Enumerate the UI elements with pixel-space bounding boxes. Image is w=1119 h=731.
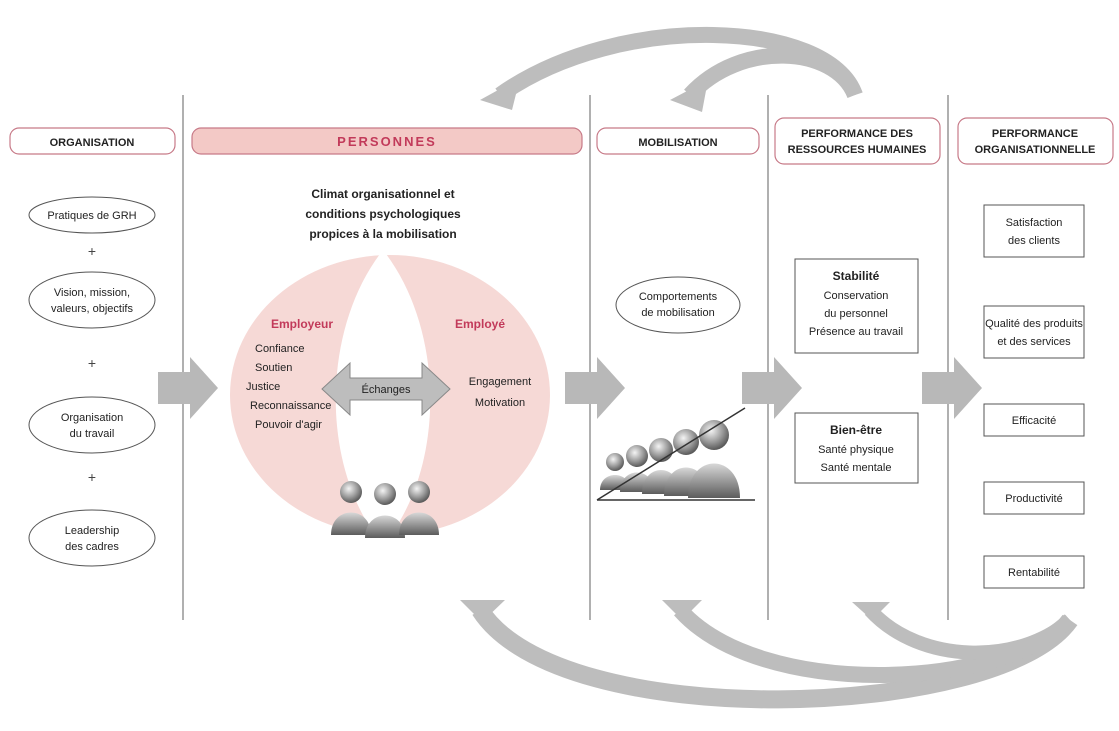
- organisation-item-ellipse: [28, 396, 156, 454]
- organisation-item-ellipse: [28, 196, 156, 234]
- header-personnes: PERSONNES: [337, 134, 437, 149]
- rising-crowd-icon: [596, 407, 755, 501]
- header-mobilisation: MOBILISATION: [638, 137, 717, 149]
- organisation-item-label: Pratiques de GRH: [47, 210, 136, 222]
- organisation-item-label: du travail: [70, 428, 115, 440]
- flow-arrow-personnes-to-mobilisation: [565, 357, 625, 419]
- outcome-box: [983, 481, 1085, 515]
- climate-title-line: propices à la mobilisation: [309, 227, 456, 241]
- feedback-arrowhead-bottom-mid: [662, 600, 702, 620]
- outcome-label: Productivité: [1005, 493, 1062, 505]
- climate-title-line: Climat organisationnel et: [311, 187, 454, 201]
- employeur-title: Employeur: [271, 317, 333, 331]
- people-group-icon: [331, 481, 439, 538]
- employeur-item: Justice: [246, 381, 280, 393]
- outcome-box: [983, 555, 1085, 589]
- exchange-double-arrow: [321, 361, 451, 417]
- employe-title: Employé: [455, 317, 505, 331]
- organisation-item-ellipse: [28, 509, 156, 567]
- plus-sign: +: [88, 355, 96, 371]
- flow-arrow-rh-to-org: [922, 357, 982, 419]
- employeur-items: ConfianceSoutienJusticeReconnaissancePou…: [246, 343, 331, 431]
- feedback-arrow-top-small: [684, 47, 863, 101]
- employe-item: Motivation: [475, 397, 525, 409]
- bien-etre-title: Bien-être: [830, 423, 882, 437]
- plus-signs: + + +: [88, 243, 96, 485]
- mobilisation-behaviours-ellipse: [615, 276, 741, 334]
- header-organisation: ORGANISATION: [50, 137, 135, 149]
- header-personnes-box: [191, 127, 583, 155]
- stabilite-box: [794, 258, 919, 354]
- feedback-arrowhead-bottom-small: [852, 602, 890, 620]
- header-performance-org-line2: ORGANISATIONNELLE: [975, 144, 1096, 156]
- organisation-item-label: Organisation: [61, 412, 123, 424]
- employe-item: Engagement: [469, 376, 531, 388]
- outcome-label: Qualité des produits: [985, 318, 1083, 330]
- header-organisation-box: [9, 127, 176, 155]
- outcome-label: Satisfaction: [1006, 217, 1063, 229]
- climate-title: Climat organisationnel et conditions psy…: [305, 187, 461, 241]
- mobilisation-behaviours-line: Comportements: [639, 291, 718, 303]
- outcome-label: et des services: [997, 336, 1071, 348]
- mobilisation-behaviours-line: de mobilisation: [641, 307, 714, 319]
- stabilite-line: du personnel: [824, 308, 888, 320]
- plus-sign: +: [88, 243, 96, 259]
- feedback-arrowhead-top-small: [670, 80, 708, 112]
- header-performance-org-line1: PERFORMANCE: [992, 128, 1078, 140]
- bien-etre-line: Santé physique: [818, 444, 894, 456]
- employeur-item: Confiance: [255, 343, 305, 355]
- employeur-item: Soutien: [255, 362, 292, 374]
- stabilite-line: Présence au travail: [809, 326, 903, 338]
- bien-etre-box: [794, 412, 919, 484]
- employeur-item: Pouvoir d'agir: [255, 419, 322, 431]
- flow-arrow-mobilisation-to-rh: [742, 357, 802, 419]
- organisation-item-ellipse: [28, 271, 156, 329]
- organisation-item-label: Leadership: [65, 525, 119, 537]
- climate-title-line: conditions psychologiques: [305, 207, 461, 221]
- stabilite-line: Conservation: [824, 290, 889, 302]
- organisation-item-label: Vision, mission,: [54, 287, 130, 299]
- bien-etre-line: Santé mentale: [821, 462, 892, 474]
- feedback-arrowhead-top-large: [480, 78, 520, 110]
- header-performance-org-box: [957, 117, 1114, 165]
- feedback-arrowhead-bottom-large: [460, 600, 505, 622]
- header-performance-rh-line1: PERFORMANCE DES: [801, 128, 913, 140]
- employeur-item: Reconnaissance: [250, 400, 331, 412]
- stabilite-title: Stabilité: [833, 269, 880, 283]
- plus-sign: +: [88, 469, 96, 485]
- header-performance-rh-line2: RESSOURCES HUMAINES: [788, 144, 927, 156]
- outcome-label: Efficacité: [1012, 415, 1056, 427]
- exchange-label: Échanges: [362, 383, 411, 396]
- outcome-box: [983, 204, 1085, 258]
- header-mobilisation-box: [596, 127, 760, 155]
- organisation-item-label: valeurs, objectifs: [51, 303, 133, 315]
- feedback-arrow-bottom-small: [864, 605, 1075, 660]
- outcome-label: des clients: [1008, 235, 1060, 247]
- outcome-box: [983, 403, 1085, 437]
- outcome-box: [983, 305, 1085, 359]
- outcome-label: Rentabilité: [1008, 567, 1060, 579]
- flow-arrow-org-to-personnes: [158, 357, 218, 419]
- organisation-items: Pratiques de GRH Vision, mission, valeurs,…: [28, 196, 156, 567]
- organisation-item-label: des cadres: [65, 541, 119, 553]
- header-performance-rh-box: [774, 117, 941, 165]
